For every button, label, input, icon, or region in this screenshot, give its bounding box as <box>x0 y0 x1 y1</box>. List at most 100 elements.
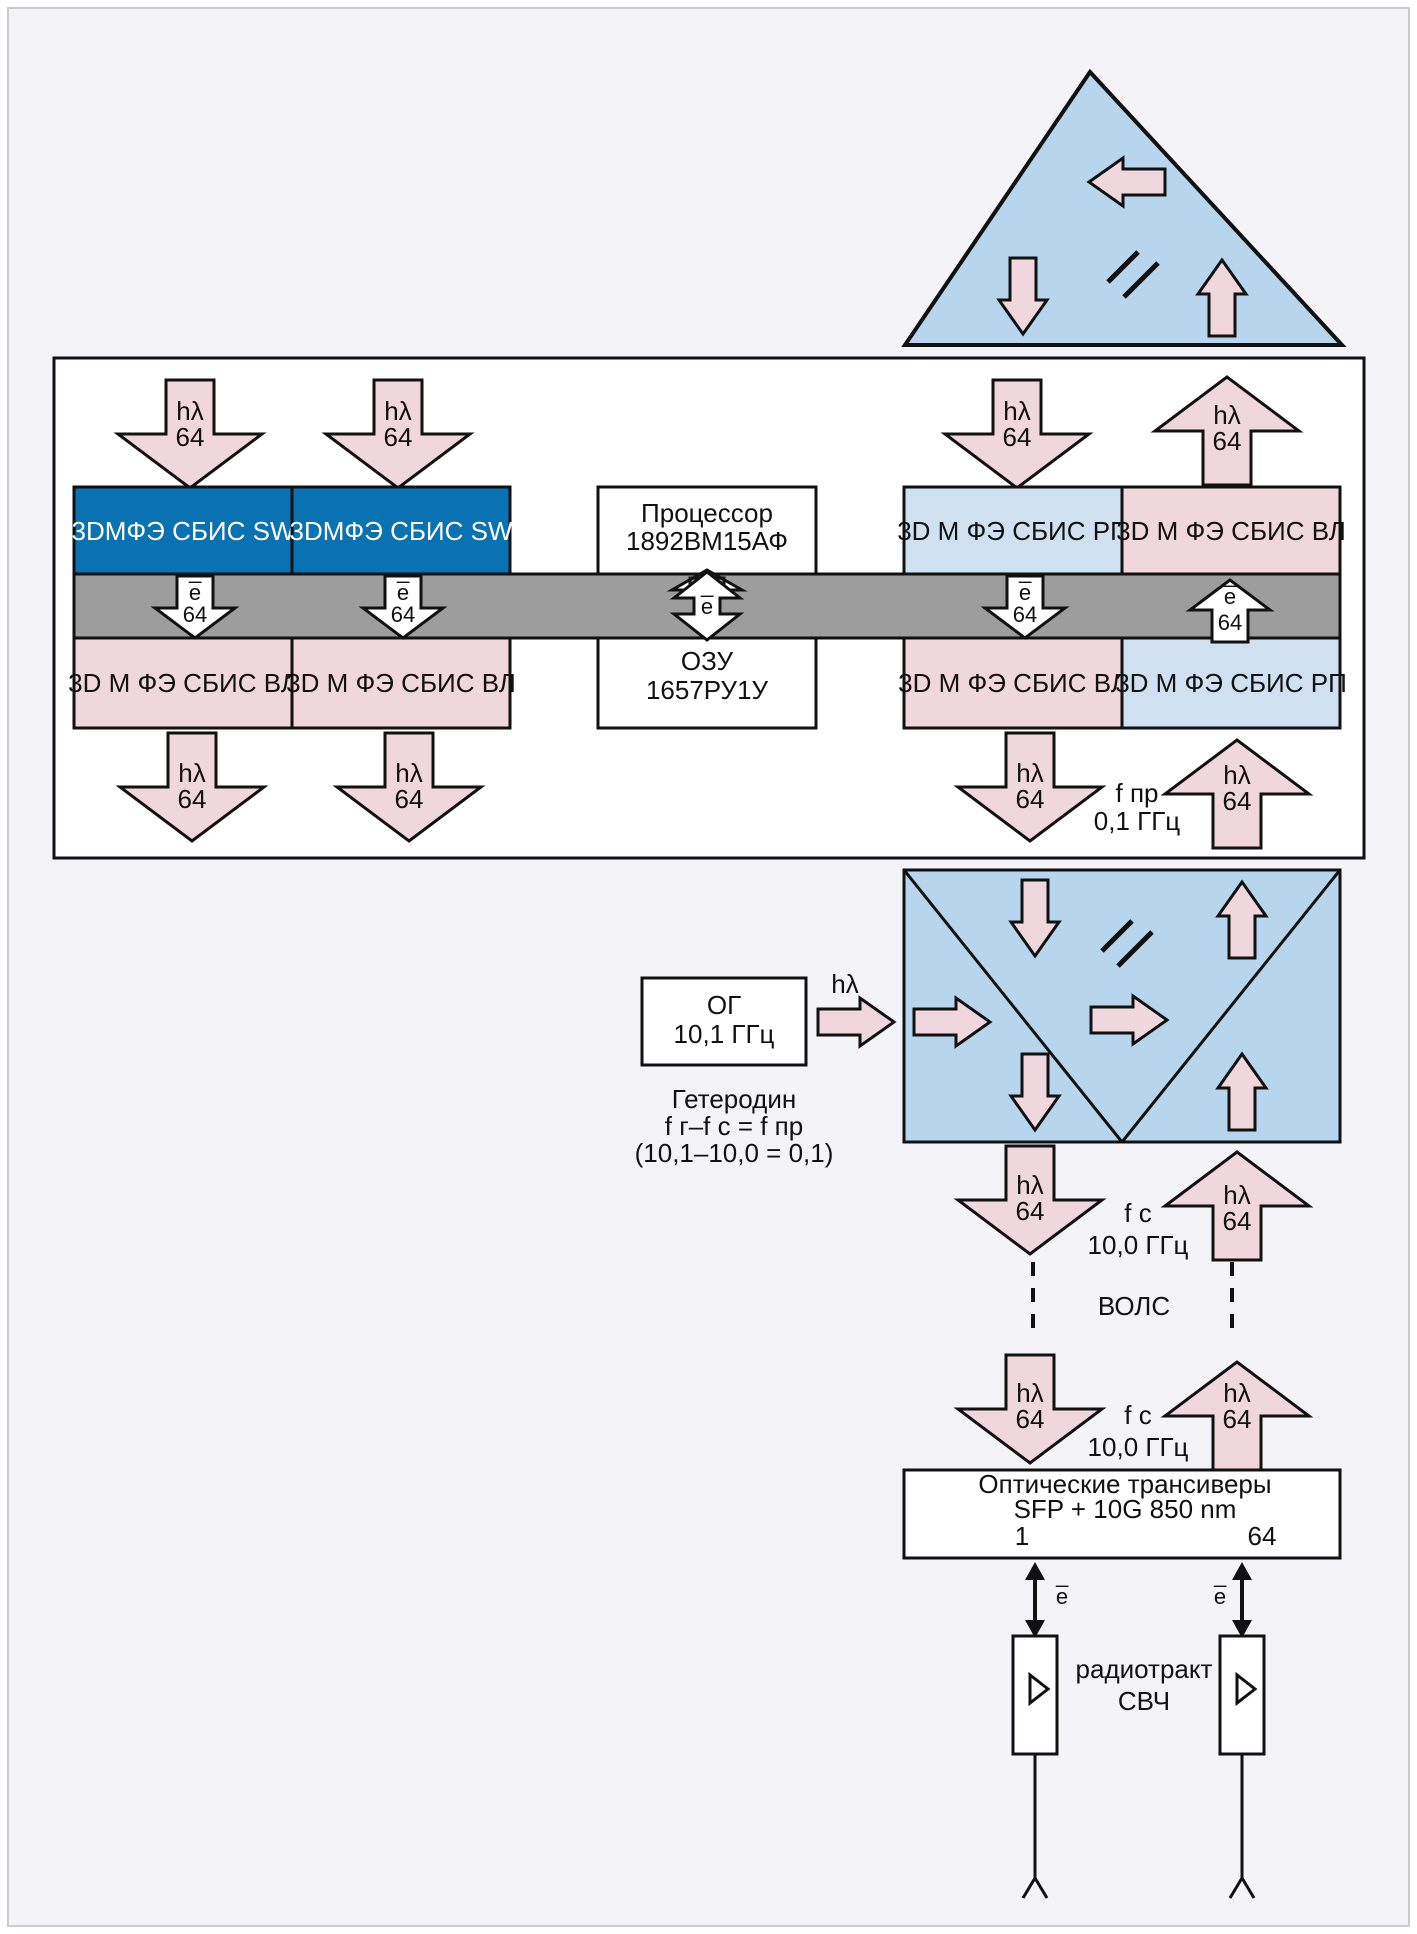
svg-text:64: 64 <box>1223 1404 1252 1434</box>
svg-text:64: 64 <box>1218 610 1242 635</box>
svg-text:hλ: hλ <box>1016 758 1043 788</box>
svg-text:(10,1–10,0 = 0,1): (10,1–10,0 = 0,1) <box>635 1138 834 1168</box>
arrow-down-head-icon <box>1025 1620 1045 1638</box>
svg-text:10,1 ГГц: 10,1 ГГц <box>674 1019 775 1049</box>
bus-arrow-bidirectional: e̅ <box>666 568 748 642</box>
if-frequency-label: f пр 0,1 ГГц <box>1094 778 1181 836</box>
transceivers-box: Оптические трансиверы SFP + 10G 850 nm 1… <box>902 1468 1342 1560</box>
svg-text:64: 64 <box>1016 784 1045 814</box>
output-arrow-2: hλ 64 <box>335 731 483 843</box>
svg-text:Оптические трансиверы: Оптические трансиверы <box>978 1469 1271 1499</box>
radio-path-label: радиотракт СВЧ <box>1076 1654 1213 1716</box>
amplifier-icon <box>1028 1671 1051 1707</box>
svg-text:1: 1 <box>1015 1521 1029 1551</box>
chip-sw-1: 3DMФЭ СБИС SW <box>72 485 295 576</box>
svg-text:64: 64 <box>1016 1404 1045 1434</box>
chip-rp-top: 3D M ФЭ СБИС РП <box>897 485 1129 576</box>
svg-text:e̅: e̅ <box>1055 1584 1069 1609</box>
svg-text:Гетеродин: Гетеродин <box>672 1084 796 1114</box>
svg-text:e̅: e̅ <box>1223 584 1237 609</box>
mixer-prism <box>902 868 1342 1144</box>
svg-text:10,0 ГГц: 10,0 ГГц <box>1088 1432 1189 1462</box>
input-arrow-2: hλ 64 <box>324 378 472 490</box>
chip-rp-bottom: 3D M ФЭ СБИС РП <box>1115 636 1347 730</box>
svg-text:3D M ФЭ СБИС ВЛ: 3D M ФЭ СБИС ВЛ <box>898 668 1128 698</box>
svg-text:hλ: hλ <box>1003 396 1030 426</box>
svg-text:3D M ФЭ СБИС РП: 3D M ФЭ СБИС РП <box>1115 668 1347 698</box>
svg-text:64: 64 <box>395 784 424 814</box>
arrow-up-head-icon <box>1025 1562 1045 1580</box>
svg-text:64: 64 <box>1213 426 1242 456</box>
fiber-link: ВОЛС <box>1031 1262 1234 1338</box>
svg-text:64: 64 <box>176 422 205 452</box>
svg-text:64: 64 <box>384 422 413 452</box>
ram-box: ОЗУ 1657РУ1У <box>596 636 818 730</box>
svg-text:e̅: e̅ <box>1213 1584 1227 1609</box>
svg-text:64: 64 <box>1248 1521 1277 1551</box>
beam-splitter-icon <box>1100 919 1154 968</box>
signal-arrow-up-lower: hλ 64 <box>1163 1360 1311 1472</box>
heterodyne-label: Гетеродин f г–f с = f пр (10,1–10,0 = 0,… <box>635 1084 834 1168</box>
svg-text:hλ: hλ <box>1016 1378 1043 1408</box>
svg-text:SFP + 10G 850 nm: SFP + 10G 850 nm <box>1014 1494 1237 1524</box>
signal-arrow-down-upper: hλ 64 <box>956 1144 1104 1256</box>
svg-text:ВОЛС: ВОЛС <box>1098 1291 1170 1321</box>
svg-text:64: 64 <box>391 602 415 627</box>
output-arrow-3: hλ 64 <box>956 731 1104 843</box>
bus-arrow-4: e̅ 64 <box>1188 578 1272 644</box>
chip-vl-top: 3D M ФЭ СБИС ВЛ <box>1116 485 1346 576</box>
svg-text:3D M ФЭ СБИС ВЛ: 3D M ФЭ СБИС ВЛ <box>1116 516 1346 546</box>
svg-text:10,0 ГГц: 10,0 ГГц <box>1088 1230 1189 1260</box>
bidirectional-arrow-icon <box>669 570 745 642</box>
output-arrow-1: hλ 64 <box>118 731 266 843</box>
svg-text:64: 64 <box>1223 786 1252 816</box>
svg-text:3DMФЭ СБИС SW: 3DMФЭ СБИС SW <box>72 516 295 546</box>
svg-text:64: 64 <box>1003 422 1032 452</box>
chip-sw-2: 3DMФЭ СБИС SW <box>290 485 513 576</box>
svg-text:Процессор: Процессор <box>641 498 773 528</box>
amplifier-icon <box>1235 1671 1258 1707</box>
bus-arrow-3: e̅ 64 <box>983 574 1067 640</box>
svg-text:f с: f с <box>1124 1198 1151 1228</box>
arrow-down-head-icon <box>1232 1620 1252 1638</box>
svg-text:64: 64 <box>183 602 207 627</box>
svg-text:ОЗУ: ОЗУ <box>681 646 734 676</box>
svg-text:hλ: hλ <box>176 396 203 426</box>
svg-text:64: 64 <box>178 784 207 814</box>
input-arrow-up-bottom: hλ 64 <box>1163 738 1311 850</box>
signal-frequency-lower: f с 10,0 ГГц <box>1088 1400 1189 1462</box>
svg-text:e̅: e̅ <box>188 580 202 605</box>
output-arrow-up-top: hλ 64 <box>1153 375 1301 487</box>
beam-splitter-icon <box>1106 250 1160 299</box>
signal-frequency-upper: f с 10,0 ГГц <box>1088 1198 1189 1260</box>
svg-text:1892ВМ15АФ: 1892ВМ15АФ <box>626 526 788 556</box>
top-arrows: hλ 64 hλ 64 hλ 64 hλ 64 <box>116 375 1301 490</box>
svg-text:e̅: e̅ <box>1018 580 1032 605</box>
input-arrow-1: hλ 64 <box>116 378 264 490</box>
oscillator-output: hλ <box>816 969 896 1048</box>
radio-path-1: e̅ <box>1011 1562 1069 1899</box>
svg-text:СВЧ: СВЧ <box>1118 1686 1170 1716</box>
svg-text:3D M ФЭ СБИС ВЛ: 3D M ФЭ СБИС ВЛ <box>286 668 516 698</box>
bus-arrow-2: e̅ 64 <box>361 574 445 640</box>
antenna-icon <box>1021 1875 1049 1899</box>
signal-arrow-down-lower: hλ 64 <box>956 1353 1104 1465</box>
arrow-up-head-icon <box>1232 1562 1252 1580</box>
svg-text:hλ: hλ <box>1223 1378 1250 1408</box>
svg-text:1657РУ1У: 1657РУ1У <box>646 675 769 705</box>
svg-text:hλ: hλ <box>384 396 411 426</box>
oscillator-box: ОГ 10,1 ГГц <box>640 976 808 1067</box>
svg-text:hλ: hλ <box>1223 760 1250 790</box>
svg-text:hλ: hλ <box>1223 1180 1250 1210</box>
svg-text:hλ: hλ <box>1016 1170 1043 1200</box>
svg-text:64: 64 <box>1013 602 1037 627</box>
chip-vl-2: 3D M ФЭ СБИС ВЛ <box>286 636 516 730</box>
signal-arrow-up-upper: hλ 64 <box>1163 1150 1311 1262</box>
antenna-icon <box>1228 1875 1256 1899</box>
svg-text:hλ: hλ <box>1213 400 1240 430</box>
svg-text:hλ: hλ <box>178 758 205 788</box>
svg-text:64: 64 <box>1016 1196 1045 1226</box>
svg-text:0,1 ГГц: 0,1 ГГц <box>1094 806 1181 836</box>
radio-path-2: e̅ <box>1213 1562 1266 1899</box>
bus-arrow-1: e̅ 64 <box>153 574 237 640</box>
